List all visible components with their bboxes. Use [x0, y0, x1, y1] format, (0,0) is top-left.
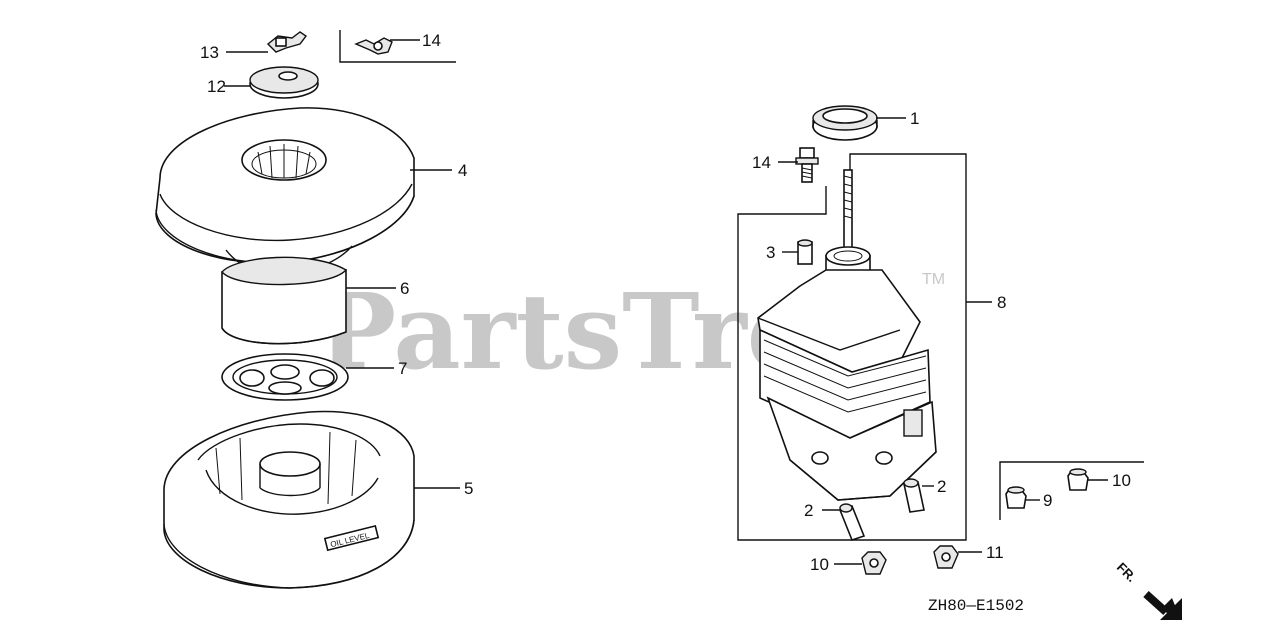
part-5-air-cleaner-case[interactable]: OIL LEVEL — [163, 410, 415, 589]
diagram-code: ZH80—E1502 — [928, 597, 1024, 615]
part-8-oil-bath-case[interactable] — [757, 169, 937, 501]
callout-labels: 13 12 14 4 6 7 5 1 14 3 8 2 2 10 11 9 10 — [200, 31, 1131, 574]
part-9-seal-plate[interactable] — [249, 66, 319, 99]
callout-14b[interactable]: 11 — [986, 543, 1004, 562]
part-14-nut-a[interactable] — [861, 551, 887, 575]
callout-14a[interactable]: 10 — [810, 555, 829, 574]
part-3-dowel[interactable] — [797, 239, 813, 265]
callout-13[interactable]: 14 — [752, 153, 771, 172]
callout-10b[interactable]: 10 — [1112, 471, 1131, 490]
leader-lines — [224, 39, 1108, 565]
callout-4[interactable]: 4 — [458, 161, 467, 180]
callout-7[interactable]: 7 — [398, 359, 407, 378]
callout-10a[interactable]: 9 — [1043, 491, 1052, 510]
callout-5[interactable]: 5 — [464, 479, 473, 498]
front-direction-marker: FR. — [1114, 560, 1182, 620]
callout-2b[interactable]: 2 — [937, 477, 946, 496]
watermark-trademark: TM — [922, 271, 945, 288]
part-10-cap-a[interactable] — [1005, 486, 1027, 509]
part-11-wing-nut[interactable] — [266, 31, 308, 53]
part-1-packing[interactable] — [812, 105, 878, 141]
callout-1[interactable]: 1 — [910, 109, 919, 128]
part-14-nut-b[interactable] — [933, 545, 959, 569]
callout-8[interactable]: 8 — [997, 293, 1006, 312]
part-6-filter-element[interactable] — [221, 256, 348, 345]
callout-2a[interactable]: 2 — [804, 501, 813, 520]
callout-6[interactable]: 6 — [400, 279, 409, 298]
part-2-collar-b[interactable] — [903, 478, 925, 513]
callout-11[interactable]: 13 — [200, 43, 219, 62]
part-13-bolt[interactable] — [795, 147, 819, 183]
callout-12[interactable]: 14 — [422, 31, 441, 50]
part-12-wing-nut[interactable] — [339, 30, 456, 63]
part-7-gasket[interactable] — [221, 353, 349, 401]
part-2-collar-a[interactable] — [838, 503, 866, 541]
part-4-air-cleaner-cover[interactable] — [155, 107, 415, 275]
callout-3[interactable]: 3 — [766, 243, 775, 262]
part-10-cap-b[interactable] — [1067, 468, 1089, 491]
front-marker-text: FR. — [1114, 560, 1139, 585]
part-10-group-bracket — [999, 461, 1144, 520]
callout-9[interactable]: 12 — [207, 77, 226, 96]
